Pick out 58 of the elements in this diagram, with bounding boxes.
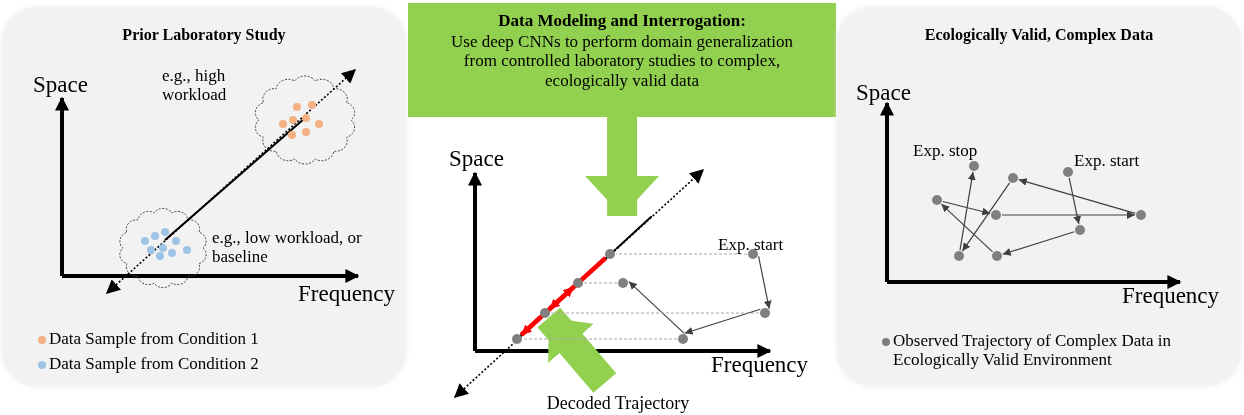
- caption-text: Decoded Trajectory: [532, 383, 704, 414]
- legend-text: Data Sample from Condition 2: [49, 355, 259, 374]
- decoded-trajectory-line: [616, 216, 652, 249]
- axis-label: Frequency: [1122, 283, 1220, 309]
- arrow: [628, 281, 685, 334]
- point-label: Exp. start: [1074, 152, 1141, 171]
- arrow: [942, 200, 991, 216]
- arrow: [684, 308, 761, 335]
- panel-card: [838, 8, 1240, 385]
- trajectory-point: [932, 195, 942, 205]
- panel-title: Data Modeling and Interrogation:: [497, 11, 747, 31]
- description-text: Use deep CNNs to perform domain generalization from controlled laboratory studies to complex, ecologically valid data: [450, 31, 794, 91]
- trajectory-point: [760, 308, 770, 318]
- arrow: [1068, 177, 1082, 225]
- axis-label: Space: [856, 80, 911, 106]
- panel-card: [3, 8, 405, 385]
- arrow: [940, 203, 994, 253]
- arrow: [959, 171, 976, 251]
- panel-title: Ecologically Valid, Complex Data: [923, 26, 1155, 45]
- axis-label: Space: [449, 146, 504, 172]
- trajectory-point: [618, 278, 628, 288]
- legend-text: Data Sample from Condition 1: [49, 330, 259, 349]
- decoded-point: [573, 278, 583, 288]
- panel-title: Prior Laboratory Study: [121, 26, 287, 45]
- block-arrow: [585, 116, 660, 216]
- trajectory-point: [1008, 173, 1018, 183]
- point-label: Exp. start: [718, 236, 785, 255]
- decoded-point: [605, 249, 615, 259]
- trajectory-point: [969, 161, 979, 171]
- trajectory-point: [1136, 210, 1146, 220]
- trajectory-point: [991, 210, 1001, 220]
- arrow: [519, 285, 576, 337]
- trajectory-point: [992, 251, 1002, 261]
- trajectory-point: [1075, 225, 1085, 235]
- trajectory-point: [954, 251, 964, 261]
- trajectory-point: [1063, 167, 1073, 177]
- annotation-text: e.g., high workload: [162, 67, 228, 105]
- decoded-point: [540, 308, 550, 318]
- annotation-text: e.g., low workload, or baseline: [212, 229, 363, 267]
- axis-label: Frequency: [298, 281, 396, 307]
- axis-label: Frequency: [711, 352, 809, 378]
- connector-line: [522, 338, 678, 340]
- trajectory-point: [748, 249, 758, 259]
- connector-line: [550, 312, 760, 314]
- trajectory-point: [678, 334, 688, 344]
- banner-box: [408, 3, 836, 117]
- axis-label: Space: [33, 72, 88, 98]
- arrow: [1001, 211, 1136, 219]
- legend-text: Observed Trajectory of Complex Data in Ecologically Valid Environment: [893, 332, 1173, 370]
- arrow: [1018, 178, 1136, 214]
- arrow: [1002, 231, 1075, 256]
- connector-line: [615, 253, 748, 255]
- point-label: Exp. stop: [913, 142, 979, 161]
- arrow: [961, 182, 1011, 252]
- block-arrow: [537, 307, 617, 393]
- connector-line: [583, 282, 618, 284]
- arrow: [757, 255, 772, 310]
- decoded-point: [512, 334, 522, 344]
